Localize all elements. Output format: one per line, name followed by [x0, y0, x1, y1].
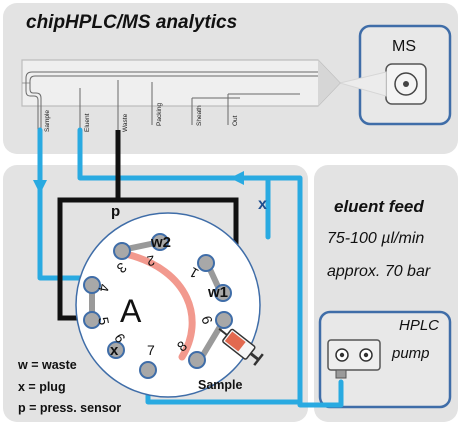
- plug-marker: x: [258, 196, 267, 213]
- eluent-tubing: [37, 127, 344, 408]
- port-10: [215, 311, 233, 329]
- sample-label: Sample: [198, 378, 243, 392]
- port-label-w2: w2: [151, 234, 172, 251]
- port-3: [113, 242, 131, 260]
- diagram-title: chipHPLC/MS analytics: [26, 12, 238, 33]
- chip-port-sheath: Sheath: [196, 105, 203, 126]
- port-7: [139, 361, 157, 379]
- sample-loop: [122, 250, 196, 361]
- legend-plug: x = plug: [18, 380, 66, 394]
- flow-arrow-down: [33, 180, 47, 194]
- pump-icon: [327, 339, 381, 379]
- chip-channels: [25, 71, 318, 130]
- ms-detector-icon: [385, 63, 427, 105]
- chip: [21, 59, 341, 107]
- hplc-pump-label-line1: HPLC: [399, 317, 440, 334]
- ms-label: MS: [392, 38, 416, 55]
- flow-arrow-left: [230, 171, 244, 185]
- port-6: [107, 341, 125, 359]
- port-label-7: 7: [147, 342, 155, 358]
- port-1: [197, 254, 215, 272]
- port-4: [83, 276, 101, 294]
- syringe-icon: [218, 328, 264, 366]
- legend-pressure-sensor: p = press. sensor: [18, 401, 122, 415]
- chip-port-out: Out: [232, 115, 239, 126]
- eluent-pressure: approx. 70 bar: [327, 263, 431, 280]
- chip-port-sample: Sample: [44, 109, 51, 132]
- chip-port-packing: Packing: [156, 102, 163, 126]
- port-5: [83, 311, 101, 329]
- eluent-feed-title: eluent feed: [334, 197, 424, 216]
- chip-port-eluent: Eluent: [84, 113, 91, 132]
- port-2: [151, 233, 169, 251]
- port-label-w1: w1: [208, 284, 229, 301]
- legend-waste: w = waste: [18, 358, 77, 372]
- valve-label: A: [120, 293, 142, 329]
- valve-ports: [83, 233, 233, 379]
- pressure-sensor-label: p: [111, 203, 121, 220]
- port-9: [214, 284, 232, 302]
- port-8: [188, 351, 206, 369]
- hplc-pump-label-line2: pump: [392, 345, 430, 362]
- hplc-pump-box: [318, 310, 452, 409]
- eluent-flow-rate: 75-100 µl/min: [327, 230, 425, 247]
- spray-cone: [338, 71, 387, 97]
- chip-port-waste: Waste: [122, 113, 129, 132]
- port-label-plug: x: [110, 342, 119, 359]
